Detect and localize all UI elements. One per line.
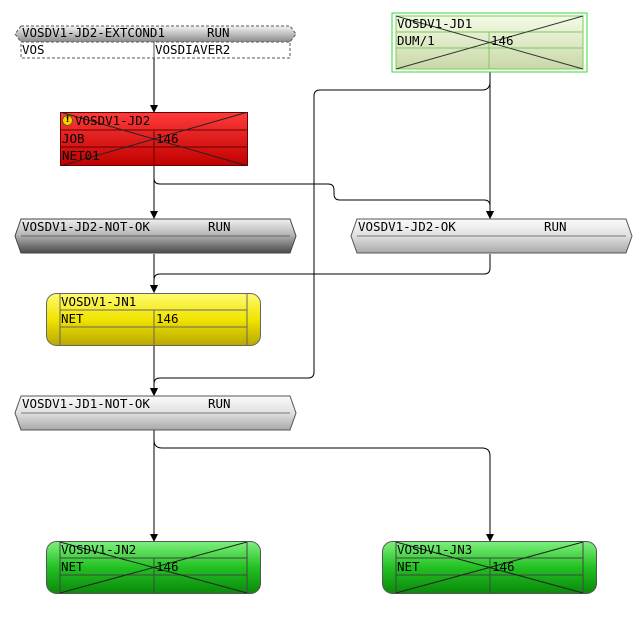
jn3-name: VOSDV1-JN3: [397, 542, 473, 557]
node-jd1[interactable]: VOSDV1-JD1 DUM/1 146: [391, 12, 588, 73]
jd2-row2-col1: NET01: [62, 148, 100, 163]
extcond-name: VOSDV1-JD2-EXTCOND1: [22, 25, 165, 40]
jd1-name: VOSDV1-JD1: [397, 16, 473, 31]
node-jd2[interactable]: ! VOSDV1-JD2 JOB 146 NET01: [60, 112, 248, 166]
jd2-ok-shape: [350, 218, 633, 254]
jd2-not-ok-shape: [14, 218, 297, 254]
extcond-col2: VOSDIAVER2: [155, 42, 231, 57]
jn3-col1: NET: [397, 559, 420, 574]
jn3-col2: 146: [492, 559, 515, 574]
jn1-col1: NET: [61, 311, 84, 326]
node-jn2[interactable]: VOSDV1-JN2 NET 146: [46, 541, 261, 594]
link-jd2-jd2ok: [153, 177, 494, 219]
jd2-ok-status: RUN: [544, 219, 567, 234]
link-jd2ok-jn1: [150, 254, 491, 293]
node-extcond[interactable]: VOSDV1-JD2-EXTCOND1 RUN VOS VOSDIAVER2: [14, 25, 297, 59]
link-jd1-jd1notok: [150, 81, 491, 396]
jd1-not-ok-shape: [14, 395, 297, 431]
node-jd1-not-ok[interactable]: VOSDV1-JD1-NOT-OK RUN: [14, 395, 297, 431]
jd2-shape: [60, 112, 248, 166]
jd2-row1-col1: JOB: [62, 131, 85, 146]
warning-icon: !: [62, 115, 73, 126]
jd2-row1-col2: 146: [156, 131, 179, 146]
jd2-ok-name: VOSDV1-JD2-OK: [358, 219, 456, 234]
extcond-shape: [14, 25, 297, 59]
jn2-col1: NET: [61, 559, 84, 574]
jn3-shape: [382, 541, 597, 594]
jn1-name: VOSDV1-JN1: [61, 294, 137, 309]
node-jn3[interactable]: VOSDV1-JN3 NET 146: [382, 541, 597, 594]
jd2-not-ok-name: VOSDV1-JD2-NOT-OK: [22, 219, 150, 234]
node-jd2-ok[interactable]: VOSDV1-JD2-OK RUN: [350, 218, 633, 254]
jn2-name: VOSDV1-JN2: [61, 542, 137, 557]
node-jd2-not-ok[interactable]: VOSDV1-JD2-NOT-OK RUN: [14, 218, 297, 254]
jd1-not-ok-status: RUN: [208, 396, 231, 411]
extcond-status: RUN: [207, 25, 230, 40]
jd2-not-ok-status: RUN: [208, 219, 231, 234]
jd2-name: VOSDV1-JD2: [75, 113, 151, 128]
jn1-col2: 146: [156, 311, 179, 326]
node-jn1[interactable]: VOSDV1-JN1 NET 146: [46, 293, 261, 346]
extcond-col1: VOS: [22, 42, 45, 57]
jn2-col2: 146: [156, 559, 179, 574]
jd1-col1: DUM/1: [397, 33, 435, 48]
jn2-shape: [46, 541, 261, 594]
link-jd1notok-jn3: [153, 439, 494, 542]
jd1-col2: 146: [491, 33, 514, 48]
jd1-shape: [391, 12, 588, 73]
jd1-not-ok-name: VOSDV1-JD1-NOT-OK: [22, 396, 150, 411]
jn1-shape: [46, 293, 261, 346]
